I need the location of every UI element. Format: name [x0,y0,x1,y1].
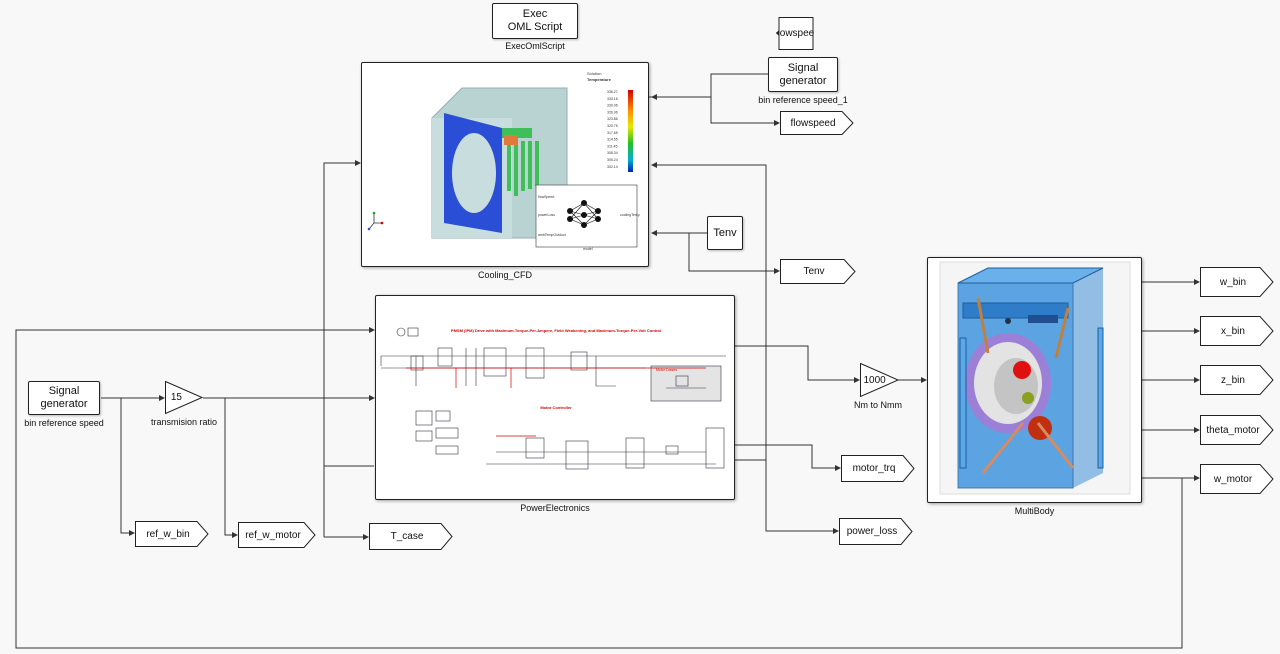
gain-1000-value: 1000 [863,374,886,386]
motor-trq-goto-tag[interactable]: motor_trq [841,455,915,482]
cfd-legend-value: 317.65 [607,131,618,135]
ref-w-bin-goto-tag[interactable]: ref_w_bin [135,521,209,547]
signal-generator-main-caption: bin reference speed [24,418,104,428]
gain-15-caption: transmision ratio [150,417,218,427]
oml-script-label: OML Script [507,21,563,33]
cfd-legend-title: Temperature [587,77,612,82]
pe-controller-label: Motor Controller [540,405,572,410]
x-bin-label: x_bin [1221,325,1245,337]
nn-input-1: flowSpeed [538,195,554,199]
cfd-legend-value: 302.14 [607,165,618,169]
multibody-washer-preview [939,261,1131,495]
signal-generator-1-caption: bin reference speed_1 [758,95,848,105]
signal-generator-1-block[interactable]: Signal generator [768,57,838,92]
multibody-caption: MultiBody [1014,506,1055,516]
cfd-legend-value: 336.27 [607,90,618,94]
flowspeed-goto-tag[interactable]: flowspeed [780,111,854,135]
gain-1000-caption: Nm to Nmm [854,400,902,410]
power-loss-goto-tag[interactable]: power_loss [839,518,913,545]
nn-input-2: powerLoss [538,213,555,217]
z-bin-goto-tag[interactable]: z_bin [1200,365,1274,395]
generator-label: generator [779,74,827,87]
gain-15-value: 15 [170,392,182,403]
w-motor-label: w_motor [1213,473,1253,485]
generator-label-main: generator [40,398,88,410]
tenv-from-tag[interactable]: Tenv [707,216,743,250]
ref-w-bin-label: ref_w_bin [146,528,190,540]
ref-w-motor-label: ref_w_motor [245,529,301,541]
gain-1000-block[interactable]: 1000 [860,363,899,397]
multibody-subsystem[interactable] [927,257,1142,503]
theta-motor-goto-tag[interactable]: theta_motor [1200,415,1274,445]
cfd-legend-value: 333.16 [607,97,618,101]
exec-oml-script-block[interactable]: Exec OML Script [492,3,578,39]
power-loss-label: power_loss [846,526,898,537]
theta-motor-label: theta_motor [1206,424,1260,436]
cooling-cfd-subsystem[interactable]: Solution Temperature 336.27 333.16 330.06 3… [361,62,649,267]
cfd-legend-value: 326.96 [607,110,618,114]
exec-oml-caption: ExecOmlScript [505,41,565,51]
z-bin-label: z_bin [1221,374,1245,386]
w-bin-goto-tag[interactable]: w_bin [1200,267,1274,297]
signal-generator-main-block[interactable]: Signal generator [28,381,100,415]
power-electronics-preview: PMSM (IPM) Drive with Maximum-Torque-Per… [380,327,726,470]
cooling-cfd-caption: Cooling_CFD [477,270,533,280]
cfd-legend-value: 323.86 [607,117,618,121]
nn-caption: model [583,247,593,251]
flowspeed-label: flowspeed [790,117,836,129]
svg-text:Solution: Solution [587,71,601,76]
t-case-label: T_case [390,531,424,542]
cfd-legend-value: 308.34 [607,151,618,155]
ref-w-motor-goto-tag[interactable]: ref_w_motor [238,522,316,548]
cfd-legend-value: 305.24 [607,158,618,162]
signal-wires [15,32,1200,649]
cfd-legend-value: 311.45 [607,144,617,148]
tenv-goto-tag[interactable]: Tenv [780,259,856,284]
gain-15-block[interactable]: 15 [165,381,203,414]
w-motor-goto-tag[interactable]: w_motor [1200,464,1274,494]
owspee-goto-tag[interactable]: owspee [776,17,814,50]
power-electronics-subsystem[interactable]: PMSM (IPM) Drive with Maximum-Torque-Per… [375,295,735,500]
nn-output: coolingTemp [620,213,640,217]
cfd-legend-value: 320.75 [607,124,618,128]
signal-label-main: Signal [48,385,80,397]
w-bin-label: w_bin [1219,276,1247,288]
nn-input-3: ambTempOutdoor [538,233,567,237]
tenv-from-label: Tenv [713,226,737,239]
x-bin-goto-tag[interactable]: x_bin [1200,316,1274,346]
t-case-goto-tag[interactable]: T_case [369,523,453,550]
tenv-goto-label: Tenv [803,266,825,277]
motor-trq-label: motor_trq [852,463,896,474]
cfd-legend-value: 314.55 [607,138,618,142]
cfd-legend-value: 330.06 [607,104,618,108]
exec-label: Exec [522,8,548,20]
cooling-cfd-preview: Solution Temperature 336.27 333.16 330.06 3… [367,71,640,251]
pe-title: PMSM (IPM) Drive with Maximum-Torque-Per… [451,328,661,333]
signal-label: Signal [787,61,819,74]
owspee-label: owspee [779,28,815,39]
pe-loss-label: Motor Losses [656,368,677,372]
power-electronics-caption: PowerElectronics [520,503,590,513]
